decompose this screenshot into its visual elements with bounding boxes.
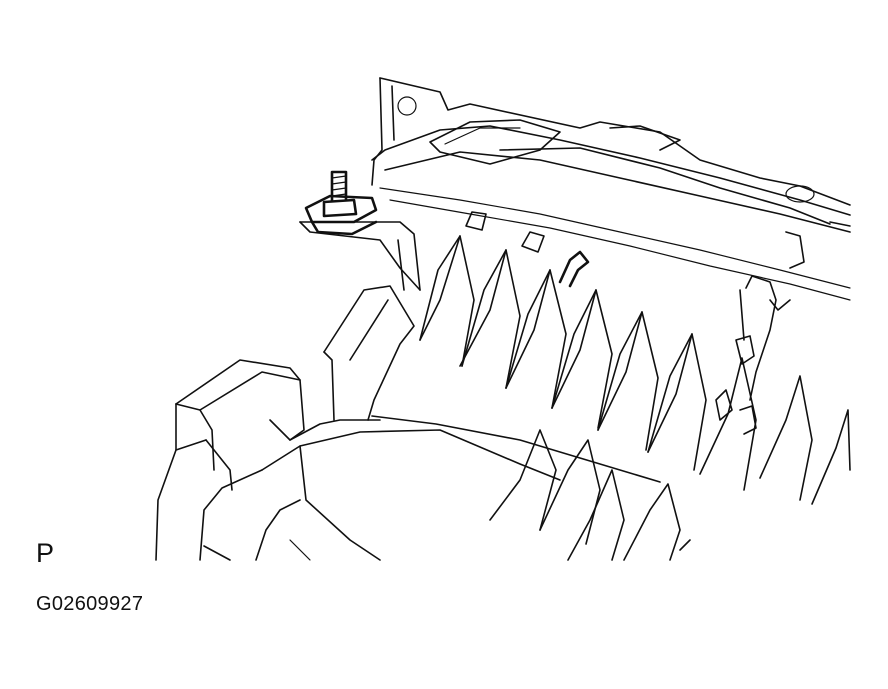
figure-code: G02609927 — [36, 593, 144, 615]
bolt-icon — [322, 170, 358, 218]
fin-row — [419, 235, 851, 505]
part-label-p: P — [36, 538, 55, 568]
housing-top-frame — [371, 77, 851, 301]
housing-body — [155, 285, 691, 561]
mounting-bracket — [299, 221, 421, 291]
tab-details — [465, 211, 791, 435]
